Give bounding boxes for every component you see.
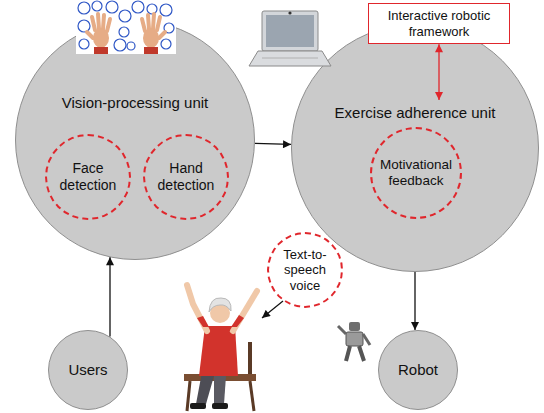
module-circle: Text-to-speech voice	[267, 232, 343, 308]
connector-arrow	[438, 44, 439, 100]
node-label: Face detection	[53, 160, 123, 194]
actor-circle: Users	[48, 330, 128, 410]
node-label: Users	[68, 361, 107, 379]
node-label: Vision-processing unit	[16, 94, 254, 112]
node-label: Exercise adherence unit	[292, 104, 538, 122]
node-label: Text-to-speech voice	[277, 247, 333, 294]
robot-figure	[338, 322, 370, 361]
node-label: Interactive robotic framework	[377, 8, 501, 39]
framework-box: Interactive robotic framework	[368, 3, 510, 44]
node-label: Motivational feedback	[375, 157, 457, 189]
module-circle: Hand detection	[143, 134, 229, 220]
laptop-image	[249, 11, 331, 66]
unit-circle: Exercise adherence unitMotivational feed…	[291, 24, 539, 272]
connector-arrow	[109, 257, 110, 336]
unit-circle: Vision-processing unitFace detection Hand…	[15, 20, 255, 260]
module-circle: Motivational feedback	[370, 127, 462, 219]
connector-arrow	[255, 143, 291, 144]
hands-image	[76, 0, 176, 54]
connector-arrow	[414, 272, 415, 330]
woman-figure	[184, 285, 257, 411]
node-label: Hand detection	[151, 160, 221, 194]
pointer-arrow	[262, 301, 283, 318]
node-label: Robot	[398, 361, 438, 379]
module-circle: Face detection	[45, 134, 131, 220]
actor-circle: Robot	[378, 330, 458, 410]
